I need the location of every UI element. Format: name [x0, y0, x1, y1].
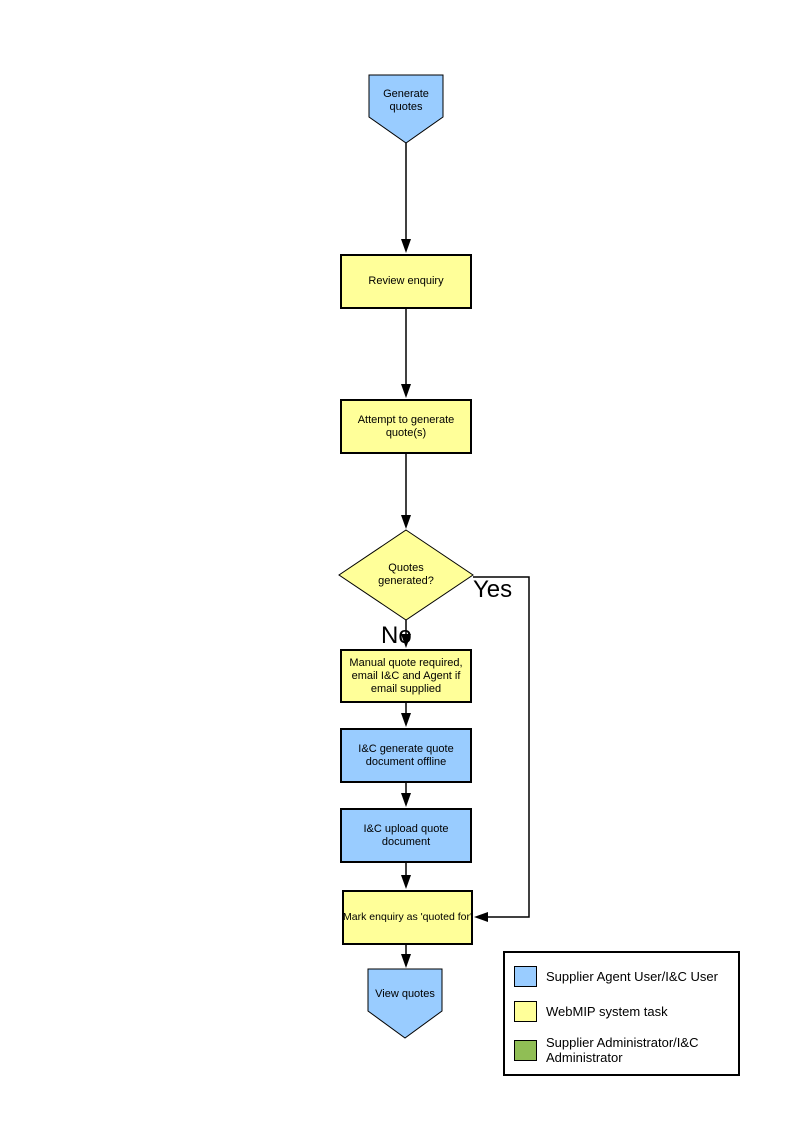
- connector-review-attempt: [401, 309, 411, 398]
- node-end-shape: [367, 968, 443, 1039]
- node-end-label: View quotes: [375, 988, 435, 1000]
- node-mark-label: Mark enquiry as 'quoted for': [343, 911, 472, 923]
- connector-mark-end: [401, 945, 411, 968]
- node-manual-label: Manual quote required, email I&C and Age…: [349, 656, 463, 695]
- node-upload-label: I&C upload quote document: [363, 822, 449, 848]
- legend-label-system-task: WebMIP system task: [546, 1004, 668, 1019]
- node-start-shape: [368, 74, 444, 144]
- node-decision-shape: [338, 529, 474, 621]
- legend-label-user-task: Supplier Agent User/I&C User: [546, 969, 718, 984]
- node-start-label: Generate quotes: [383, 88, 429, 113]
- connector-generate-upload: [401, 783, 411, 807]
- branch-label-no: No: [381, 622, 412, 649]
- node-mark: Mark enquiry as 'quoted for': [342, 890, 473, 945]
- node-review-label: Review enquiry: [368, 275, 444, 287]
- legend-swatch-blue: [514, 966, 537, 987]
- node-upload: I&C upload quote document: [340, 808, 472, 863]
- connector-attempt-decision: [401, 454, 411, 529]
- node-decision-label: Quotes generated?: [378, 562, 434, 587]
- node-review: Review enquiry: [340, 254, 472, 309]
- connector-decision-mark-yes: [473, 576, 530, 922]
- legend-item-system-task: WebMIP system task: [514, 1001, 668, 1022]
- node-generate-offline: I&C generate quote document offline: [340, 728, 472, 783]
- legend-item-user-task: Supplier Agent User/I&C User: [514, 966, 718, 987]
- legend-label-admin-task: Supplier Administrator/I&C Administrator: [546, 1035, 699, 1065]
- connector-decision-manual-no: [401, 620, 411, 648]
- legend: Supplier Agent User/I&C User WebMIP syst…: [503, 951, 740, 1076]
- connector-upload-mark: [401, 863, 411, 889]
- connector-manual-generate: [401, 703, 411, 727]
- branch-label-yes: Yes: [473, 576, 513, 603]
- legend-swatch-green: [514, 1039, 537, 1061]
- node-attempt-label: Attempt to generate quote(s): [357, 413, 455, 439]
- node-manual: Manual quote required, email I&C and Age…: [340, 649, 472, 703]
- legend-item-admin-task: Supplier Administrator/I&C Administrator: [514, 1035, 734, 1065]
- node-generate-offline-label: I&C generate quote document offline: [358, 742, 454, 768]
- node-attempt: Attempt to generate quote(s): [340, 399, 472, 454]
- connector-start-review: [401, 143, 411, 253]
- legend-swatch-yellow: [514, 1001, 537, 1022]
